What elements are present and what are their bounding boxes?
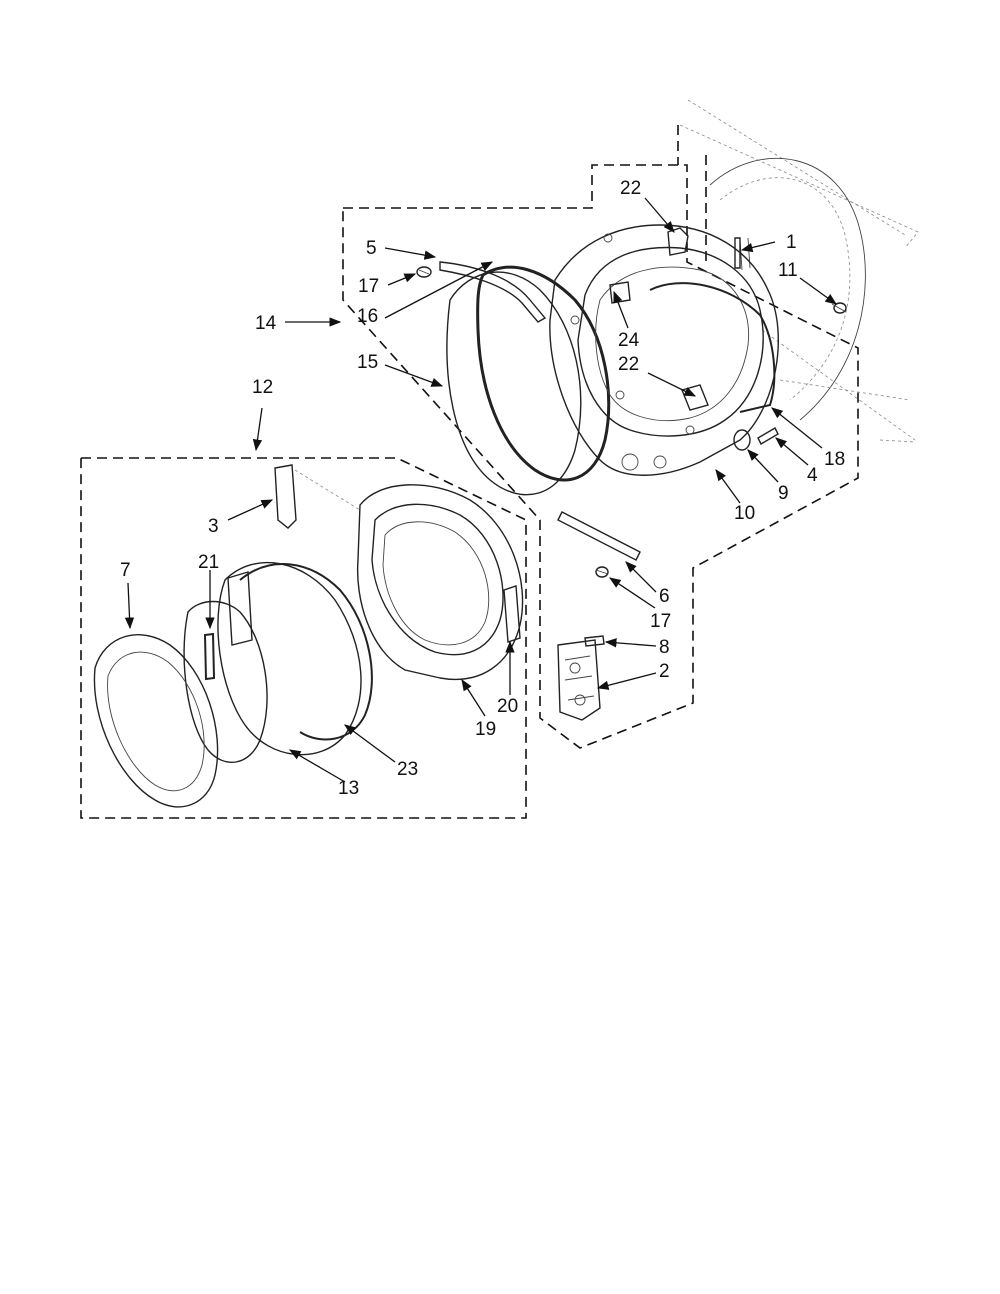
callout-23: 23 <box>397 759 418 780</box>
part-22-bracket-lower <box>681 384 709 411</box>
callout-1: 1 <box>786 232 797 253</box>
part-21-door-handle <box>203 632 216 681</box>
part-4-screw <box>757 427 779 445</box>
callout-7: 7 <box>120 560 131 581</box>
callout-22-lower: 22 <box>618 354 639 375</box>
part-20-latch <box>503 585 521 643</box>
callout-19: 19 <box>475 719 496 740</box>
part-16-door-gasket <box>476 265 611 482</box>
part-6-strip <box>557 511 641 561</box>
part-3-hinge-plate <box>274 464 297 529</box>
part-2-hinge <box>557 639 601 721</box>
callout-6: 6 <box>659 586 670 607</box>
dryer-cabinet <box>679 99 919 443</box>
callout-2: 2 <box>659 661 670 682</box>
callout-24: 24 <box>618 330 640 351</box>
leader-lines <box>124 197 837 783</box>
callout-17-lower: 17 <box>650 611 671 632</box>
part-13-handle-bracket <box>227 571 253 646</box>
part-3-guide <box>294 469 361 511</box>
callout-3: 3 <box>208 516 219 537</box>
callout-12: 12 <box>252 377 273 398</box>
group-14-boundary <box>342 164 859 749</box>
part-18-front-seal <box>649 282 776 413</box>
callout-16: 16 <box>357 306 378 327</box>
part-22-bracket-upper <box>667 227 689 256</box>
cabinet-boundary <box>677 125 707 262</box>
callout-15: 15 <box>357 352 378 373</box>
callout-17-upper: 17 <box>358 276 379 297</box>
callout-22-upper: 22 <box>620 178 641 199</box>
part-24-latch-plate <box>609 281 631 304</box>
part-23-gasket-ring <box>239 563 373 741</box>
callout-18: 18 <box>824 449 845 470</box>
callout-8: 8 <box>659 637 670 658</box>
callout-4: 4 <box>807 465 818 486</box>
callout-14: 14 <box>255 313 277 334</box>
part-9-washer <box>733 429 751 451</box>
callout-20: 20 <box>497 696 518 717</box>
part-7-outer-door <box>93 634 219 808</box>
callout-21: 21 <box>198 552 219 573</box>
part-13-inner-door <box>217 561 362 756</box>
part-19-door-frame <box>356 484 524 680</box>
part-21-door-shell <box>183 600 268 763</box>
callout-13: 13 <box>338 778 359 799</box>
part-8-screw <box>584 635 605 647</box>
callout-labels: 5 17 14 16 15 22 1 11 24 22 18 4 9 10 12… <box>120 178 845 799</box>
callout-5: 5 <box>366 238 377 259</box>
callout-10: 10 <box>734 503 755 524</box>
part-17-screw-upper <box>416 266 432 278</box>
part-15-inner-door-panel <box>446 271 582 496</box>
group-12-boundary <box>80 457 527 819</box>
callout-9: 9 <box>778 483 789 504</box>
part-17-screw-lower <box>595 566 609 578</box>
callout-11: 11 <box>778 260 798 281</box>
part-11-screw <box>831 302 847 314</box>
part-1-vent <box>734 237 741 269</box>
part-10-front-panel <box>549 224 779 476</box>
